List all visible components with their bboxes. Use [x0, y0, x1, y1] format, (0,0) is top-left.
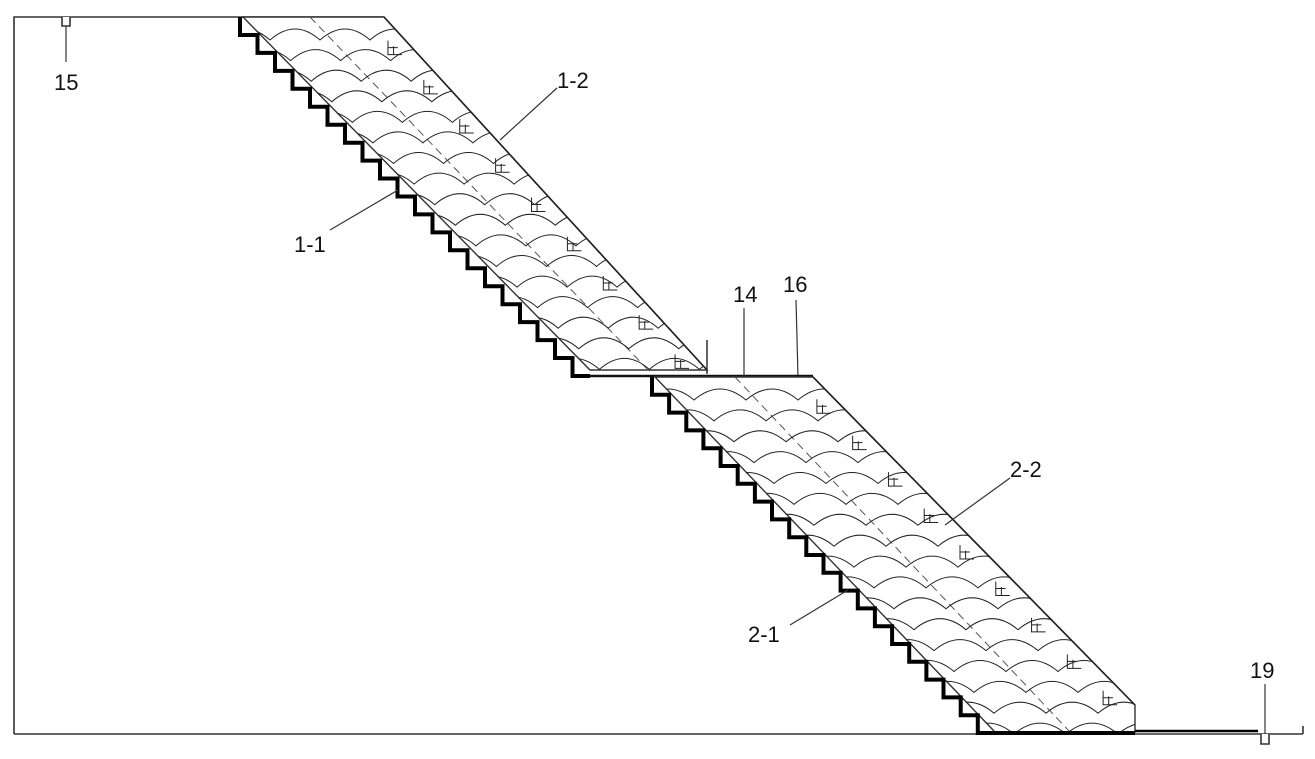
label-19: 19 — [1250, 658, 1274, 683]
lower-slope-face-edge — [812, 376, 1136, 706]
label-16: 16 — [783, 272, 807, 297]
face-step — [459, 119, 474, 134]
leader-2-1 — [789, 589, 849, 626]
lower-slope-stepped-base — [650, 377, 995, 735]
label-2-2: 2-2 — [1010, 457, 1042, 482]
face-step — [387, 40, 402, 56]
upper-slope-stepped-base — [238, 17, 590, 378]
label-2-1: 2-1 — [748, 622, 780, 647]
face-step — [923, 508, 939, 524]
leader-1-2 — [499, 87, 558, 141]
ditch-15 — [61, 17, 71, 62]
ditch-19 — [1260, 684, 1270, 745]
face-step — [816, 399, 831, 414]
face-step — [602, 275, 618, 291]
face-step — [495, 158, 510, 173]
face-step — [674, 354, 690, 369]
face-step — [423, 79, 438, 95]
ground-outline — [13, 16, 243, 734]
label-15: 15 — [54, 70, 78, 95]
upper-slope-face-steps — [387, 40, 690, 369]
cell-wave-row — [930, 744, 1315, 755]
leader-1-1 — [329, 189, 399, 231]
face-step — [1102, 690, 1118, 706]
upper-slope-dashed-line — [309, 16, 651, 373]
face-step — [1066, 654, 1082, 669]
face-step — [1031, 617, 1046, 633]
lower-slope-face-steps — [816, 399, 1118, 706]
face-step — [887, 472, 903, 487]
face-step — [566, 236, 582, 252]
label-1-1: 1-1 — [294, 232, 326, 257]
ditch-16 — [792, 299, 804, 387]
face-step — [638, 315, 654, 330]
lower-slope-protection-layer — [653, 376, 1136, 733]
face-step — [531, 197, 546, 212]
lower-slope-dashed-line — [734, 376, 1071, 733]
face-step — [995, 581, 1010, 596]
leader-2-2 — [944, 477, 1011, 526]
label-1-2: 1-2 — [557, 68, 589, 93]
upper-slope-face-edge — [383, 16, 708, 371]
face-step — [852, 435, 867, 451]
label-14: 14 — [733, 282, 757, 307]
face-step — [959, 545, 974, 560]
